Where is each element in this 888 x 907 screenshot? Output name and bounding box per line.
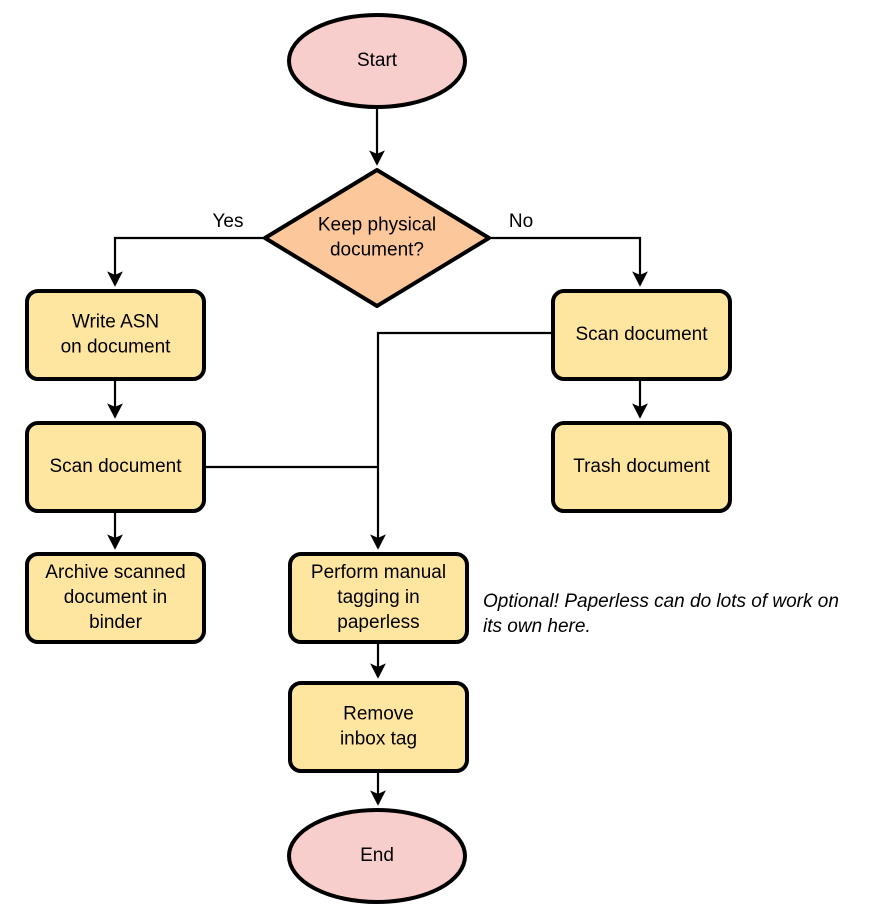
terminator-shape bbox=[287, 808, 467, 904]
process-shape bbox=[551, 289, 732, 381]
annotations-layer: Optional! Paperless can do lots of work … bbox=[483, 591, 839, 637]
process-shape bbox=[25, 552, 206, 644]
edge-labels-layer: Yes No bbox=[213, 211, 534, 232]
process-shape bbox=[288, 681, 469, 773]
flow-node-scan-right[interactable]: Scan document bbox=[551, 289, 732, 381]
flow-node-scan-left[interactable]: Scan document bbox=[25, 421, 206, 513]
process-shape bbox=[25, 289, 206, 381]
decision-shape bbox=[263, 168, 491, 308]
node-label: Scan document bbox=[575, 324, 708, 345]
flow-connector bbox=[370, 331, 553, 550]
edges-layer bbox=[107, 107, 648, 806]
flow-node-trash[interactable]: Trash document bbox=[551, 421, 732, 513]
node-label: Trash document bbox=[573, 456, 710, 477]
flow-node-end[interactable]: End bbox=[287, 808, 467, 904]
flow-connector bbox=[489, 236, 648, 287]
process-shape bbox=[25, 421, 206, 513]
edge-label-no: No bbox=[509, 211, 533, 232]
terminator-shape bbox=[287, 13, 467, 109]
edge-label-yes: Yes bbox=[213, 211, 244, 232]
flow-connector bbox=[107, 236, 265, 287]
node-label: End bbox=[360, 845, 394, 866]
flow-node-start[interactable]: Start bbox=[287, 13, 467, 109]
annotation-optional-note: Optional! Paperless can do lots of work … bbox=[483, 591, 839, 637]
process-shape bbox=[288, 552, 469, 644]
node-label: Scan document bbox=[49, 456, 182, 477]
process-shape bbox=[551, 421, 732, 513]
node-label: Start bbox=[357, 50, 398, 71]
